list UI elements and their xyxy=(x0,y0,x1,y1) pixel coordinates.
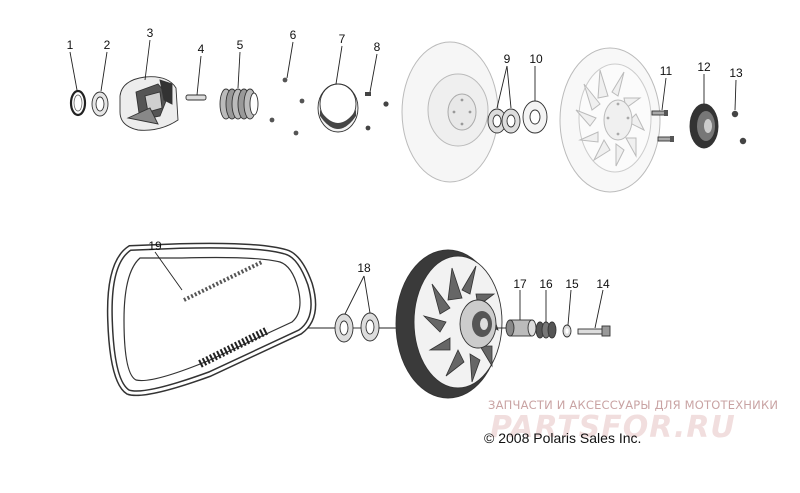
callout-2: 2 xyxy=(104,38,111,52)
callout-12: 12 xyxy=(697,60,711,74)
driven-clutch-part xyxy=(395,249,503,399)
washer-stack-part xyxy=(535,321,557,339)
watermark-tagline: ЗАПЧАСТИ И АКСЕССУАРЫ ДЛЯ МОТОТЕХНИКИ xyxy=(488,398,779,412)
callout-9: 9 xyxy=(504,52,511,66)
pin-part xyxy=(185,94,207,101)
callout-14: 14 xyxy=(596,277,610,291)
bolt-part-14 xyxy=(577,325,611,337)
washer-part xyxy=(91,91,109,117)
callout-3: 3 xyxy=(147,26,154,40)
callout-7: 7 xyxy=(339,32,346,46)
finned-sheave-part xyxy=(559,47,661,193)
leader-lines xyxy=(69,39,737,329)
drive-sheave-part xyxy=(401,41,499,183)
drive-belt-part xyxy=(106,242,317,397)
spring-part xyxy=(219,88,259,120)
callout-17: 17 xyxy=(513,277,527,291)
callout-5: 5 xyxy=(237,38,244,52)
bushing-band-part xyxy=(317,83,359,133)
callout-13: 13 xyxy=(729,66,743,80)
callout-18: 18 xyxy=(357,261,371,275)
callout-6: 6 xyxy=(290,28,297,42)
callout-19: 19 xyxy=(148,239,162,253)
callout-10: 10 xyxy=(529,52,543,66)
screw-part-6 xyxy=(269,77,305,136)
bolt-part-11 xyxy=(651,110,674,142)
callout-1: 1 xyxy=(67,38,74,52)
callout-4: 4 xyxy=(198,42,205,56)
callout-8: 8 xyxy=(374,40,381,54)
seal-part xyxy=(689,103,719,149)
small-washer-part xyxy=(562,324,572,338)
screw-part-8 xyxy=(365,92,389,131)
cam-spider-part xyxy=(119,76,179,131)
copyright-notice: © 2008 Polaris Sales Inc. xyxy=(484,430,642,446)
callout-16: 16 xyxy=(539,277,553,291)
callout-labels: 1 2 3 4 5 6 7 8 9 10 11 12 13 14 15 16 1… xyxy=(67,26,743,291)
watermark-brand: PARTSFOR.RU xyxy=(490,410,736,445)
large-washer-part xyxy=(522,100,548,134)
bushing-part xyxy=(496,319,537,337)
callout-15: 15 xyxy=(565,277,579,291)
snap-ring-part xyxy=(69,89,87,117)
washer-pair-part-18 xyxy=(308,312,400,343)
nut-part-13 xyxy=(731,110,747,145)
callout-11: 11 xyxy=(660,64,673,78)
washer-pair-part-9 xyxy=(487,108,521,134)
